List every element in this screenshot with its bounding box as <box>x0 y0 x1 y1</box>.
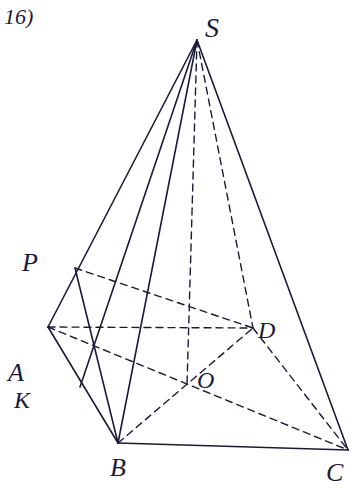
edge-bc <box>118 443 348 450</box>
height-so <box>187 40 197 385</box>
segment-sk <box>80 40 197 387</box>
edge-sd <box>197 40 253 328</box>
segment-pd <box>75 268 253 328</box>
edge-ab <box>48 327 118 443</box>
point-label: B <box>110 455 126 481</box>
problem-number: 16) <box>4 6 33 28</box>
point-label: C <box>326 460 343 486</box>
edge-dc <box>253 328 348 450</box>
edge-ad <box>48 327 253 328</box>
point-label: O <box>197 368 214 392</box>
point-label: P <box>22 250 38 276</box>
diagonal-bd <box>118 328 253 443</box>
segment-pb <box>75 268 118 443</box>
point-label: D <box>258 318 275 342</box>
point-label: K <box>14 388 30 412</box>
point-label: A <box>8 360 24 386</box>
edge-sc <box>197 40 348 450</box>
point-label: S <box>205 14 219 42</box>
diagonal-ac <box>48 327 348 450</box>
